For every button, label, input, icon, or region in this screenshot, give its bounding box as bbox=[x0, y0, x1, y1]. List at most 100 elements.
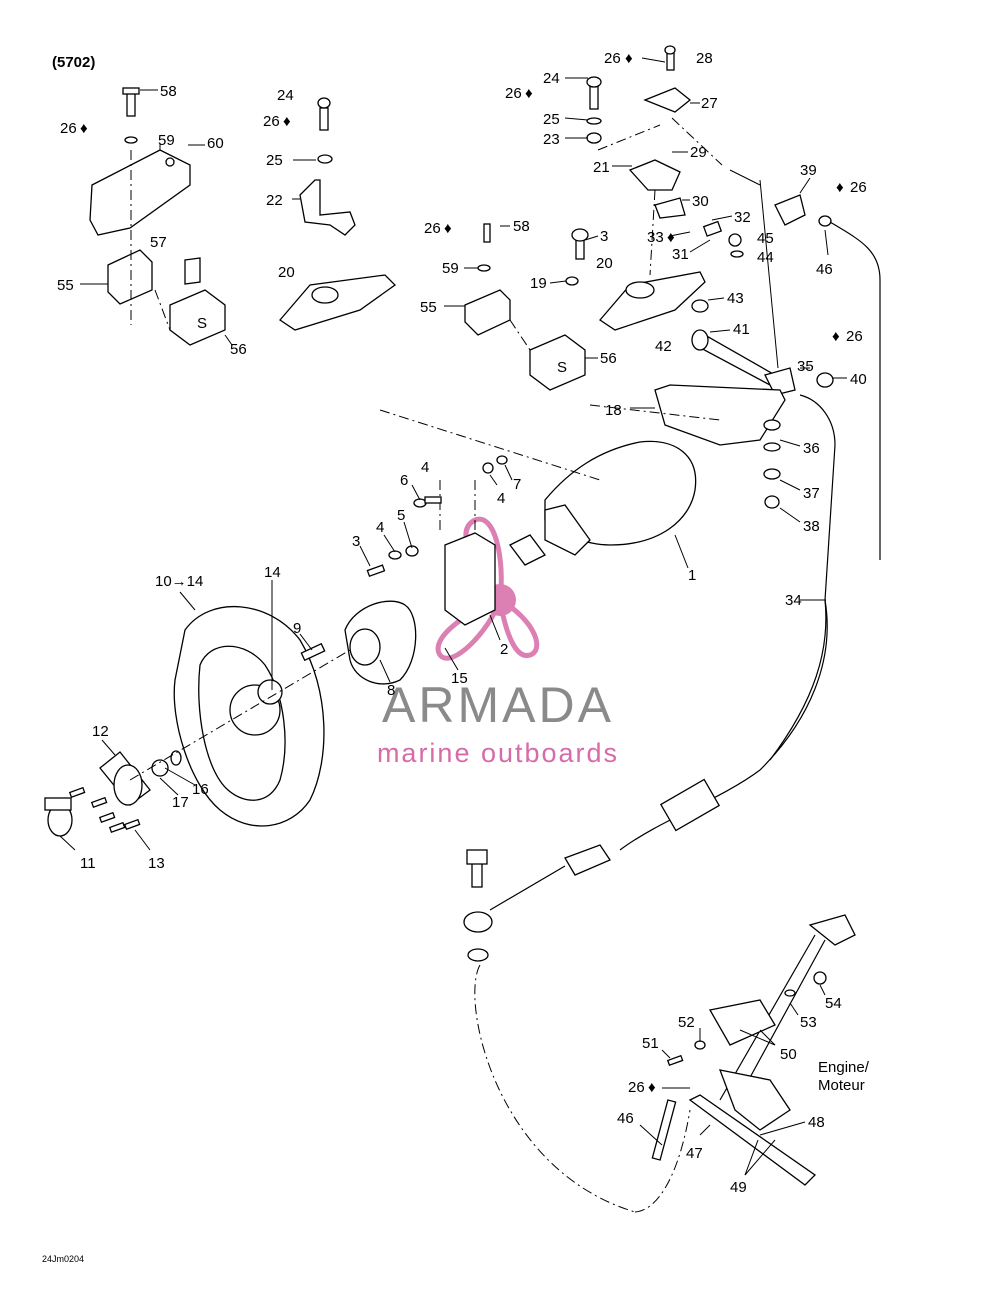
bracket-assembly-center bbox=[279, 97, 397, 331]
callout-15: 15 bbox=[451, 670, 468, 687]
callout-59: 59 bbox=[442, 260, 459, 277]
callout-26: 26 bbox=[263, 113, 280, 130]
callout-55: 55 bbox=[57, 277, 74, 294]
engine-label-fr: Moteur bbox=[818, 1077, 865, 1094]
model-code: (5702) bbox=[52, 54, 95, 71]
oil-drop-icon: ♦ bbox=[667, 229, 675, 246]
callout-3: 3 bbox=[600, 228, 608, 245]
callout-16: 16 bbox=[192, 781, 209, 798]
callout-29: 29 bbox=[690, 144, 707, 161]
callout-39: 39 bbox=[800, 162, 817, 179]
callout-51: 51 bbox=[642, 1035, 659, 1052]
callout-17: 17 bbox=[172, 794, 189, 811]
callout-21: 21 bbox=[593, 159, 610, 176]
oil-drop-icon: ♦ bbox=[525, 85, 533, 102]
svg-text:S: S bbox=[557, 359, 567, 376]
callout-3: 3 bbox=[352, 533, 360, 550]
callout-28: 28 bbox=[696, 50, 713, 67]
oil-drop-icon: ♦ bbox=[648, 1079, 656, 1096]
watermark-brand: ARMADA bbox=[382, 677, 614, 733]
callout-26: 26 bbox=[60, 120, 77, 137]
svg-text:S: S bbox=[197, 315, 207, 332]
callout-9: 9 bbox=[293, 620, 301, 637]
callout-26: 26 bbox=[846, 328, 863, 345]
callout-6: 6 bbox=[400, 472, 408, 489]
callout-43: 43 bbox=[727, 290, 744, 307]
steering-housing bbox=[366, 404, 721, 626]
callout-44: 44 bbox=[757, 249, 774, 266]
callout-41: 41 bbox=[733, 321, 750, 338]
oil-drop-icon: ♦ bbox=[283, 113, 291, 130]
engine-lever-assembly bbox=[651, 914, 856, 1186]
callout-53: 53 bbox=[800, 1014, 817, 1031]
bracket-assembly-left: S bbox=[89, 87, 226, 346]
cable-end-assembly bbox=[654, 169, 881, 560]
callout-1: 1 bbox=[688, 567, 696, 584]
callout-58: 58 bbox=[160, 83, 177, 100]
figure-code: 24Jm0204 bbox=[42, 1254, 84, 1264]
callout-46: 46 bbox=[617, 1110, 634, 1127]
callout-2: 2 bbox=[500, 641, 508, 658]
callout-18: 18 bbox=[605, 402, 622, 419]
callout-55: 55 bbox=[420, 299, 437, 316]
callout-7: 7 bbox=[513, 476, 521, 493]
callout-25: 25 bbox=[543, 111, 560, 128]
callout-42: 42 bbox=[655, 338, 672, 355]
callout-32: 32 bbox=[734, 209, 751, 226]
callout-47: 47 bbox=[686, 1145, 703, 1162]
callout-26: 26 bbox=[505, 85, 522, 102]
callout-26: 26 bbox=[604, 50, 621, 67]
callout-60: 60 bbox=[207, 135, 224, 152]
oil-drop-icon: ♦ bbox=[625, 50, 633, 67]
leader-lines bbox=[59, 57, 847, 1176]
callout-26: 26 bbox=[424, 220, 441, 237]
callout-49: 49 bbox=[730, 1179, 747, 1196]
callout-52: 52 bbox=[678, 1014, 695, 1031]
callout-4: 4 bbox=[376, 519, 384, 536]
callout-5: 5 bbox=[397, 507, 405, 524]
callout-33: 33 bbox=[647, 229, 664, 246]
callout-10-14: 10→14 bbox=[155, 573, 203, 590]
callout-34: 34 bbox=[785, 592, 802, 609]
callout-23: 23 bbox=[543, 131, 560, 148]
callout-50: 50 bbox=[780, 1046, 797, 1063]
callout-37: 37 bbox=[803, 485, 820, 502]
callout-59: 59 bbox=[158, 132, 175, 149]
callout-14: 14 bbox=[264, 564, 281, 581]
callout-30: 30 bbox=[692, 193, 709, 210]
callout-57: 57 bbox=[150, 234, 167, 251]
callout-12: 12 bbox=[92, 723, 109, 740]
callout-19: 19 bbox=[530, 275, 547, 292]
steering-wheel-assembly bbox=[44, 600, 417, 837]
steering-cable bbox=[463, 444, 836, 1213]
callout-8: 8 bbox=[387, 682, 395, 699]
steering-bracket-top bbox=[586, 45, 744, 331]
callout-58: 58 bbox=[513, 218, 530, 235]
oil-drop-icon: ♦ bbox=[832, 328, 840, 345]
callout-46: 46 bbox=[816, 261, 833, 278]
callout-13: 13 bbox=[148, 855, 165, 872]
callout-35: 35 bbox=[797, 358, 814, 375]
callout-25: 25 bbox=[266, 152, 283, 169]
callout-22: 22 bbox=[266, 192, 283, 209]
callout-56: 56 bbox=[230, 341, 247, 358]
callout-26: 26 bbox=[628, 1079, 645, 1096]
callout-31: 31 bbox=[672, 246, 689, 263]
callout-45: 45 bbox=[757, 230, 774, 247]
oil-drop-icon: ♦ bbox=[836, 179, 844, 196]
callout-4: 4 bbox=[421, 459, 429, 476]
engine-label: Engine/ bbox=[818, 1059, 870, 1076]
watermark-tagline: marine outboards bbox=[377, 738, 619, 768]
callout-27: 27 bbox=[701, 95, 718, 112]
callout-56: 56 bbox=[600, 350, 617, 367]
callout-48: 48 bbox=[808, 1114, 825, 1131]
callout-36: 36 bbox=[803, 440, 820, 457]
callout-54: 54 bbox=[825, 995, 842, 1012]
callout-4: 4 bbox=[497, 490, 505, 507]
bracket-assembly-mid: S bbox=[464, 223, 589, 391]
oil-drop-icon: ♦ bbox=[80, 120, 88, 137]
callout-40: 40 bbox=[850, 371, 867, 388]
callout-26: 26 bbox=[850, 179, 867, 196]
